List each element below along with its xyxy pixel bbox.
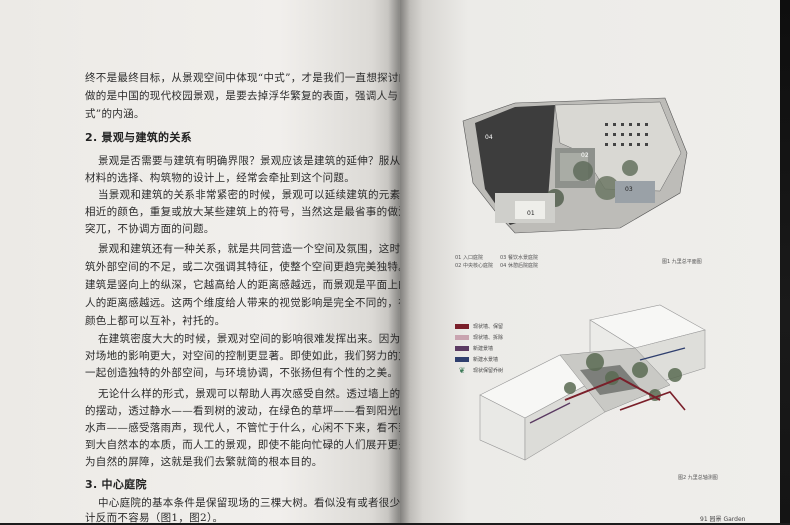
legend-row: 新建水景墙: [455, 355, 498, 363]
text-line: 人的距离感越远。这两个维度给人带来的视觉影响是完全不同的，在质感、形态上，: [85, 297, 485, 309]
text-line: 中心庭院的基本条件是保留现场的三棵大树。看似没有或者很少限制的时候，设计: [98, 497, 487, 509]
legend-swatch: [455, 334, 469, 340]
text-line: 景观是否需要与建筑有明确界限？景观应该是建筑的延伸？服从？衬托？在景观: [98, 155, 476, 167]
plan-legend-item: 04 休憩后院庭院: [500, 263, 538, 269]
legend-swatch: [455, 356, 469, 362]
text-line: 突兀，不协调方面的问题。: [85, 223, 215, 235]
axonometric-figure: [479, 304, 706, 461]
left-page: 终不是最终目标，从景观空间中体现“中式”，才是我们一直想探讨的，我们努力要 做的…: [0, 0, 506, 524]
zone-label-01: 01: [527, 210, 535, 217]
book-spine-shadow: [388, 0, 410, 523]
text-line: 景观和建筑还有一种关系，就是共同营造一个空间及氛围，这时的景观或许补: [98, 243, 466, 255]
section-heading: 3. 中心庭院: [85, 478, 147, 491]
section-heading: 2. 景观与建筑的关系: [85, 131, 192, 144]
text-line: 材料的选择、构筑物的设计上，经常会牵扯到这个问题。: [85, 172, 355, 184]
legend-swatch: [455, 323, 469, 329]
plan-legend-item: 01 入口庭院: [455, 255, 483, 261]
text-line: 做的是中国的现代校园景观，是要去掉浮华繁复的表面，强调人与自然的关系，提取“中: [85, 90, 502, 102]
text-line: 计反而不容易（图1，图2）。: [85, 512, 224, 524]
text-line: 筑外部空间的不足，或二次强调其特征，使整个空间更趋完美独特。从空间的角度讲，: [85, 261, 496, 273]
plan-legend-item: 02 中央核心庭院: [455, 263, 493, 269]
site-plan-figure: 04 02 03 01: [462, 97, 688, 234]
text-line: 对场地的影响更大，对空间的控制更显著。即使如此，我们努力的方向仍然是与建筑: [85, 350, 485, 362]
legend-row: 新建景墙: [455, 344, 493, 352]
zone-label-04: 04: [485, 134, 493, 141]
text-line: 的摆动，透过静水——看到树的波动，在绿色的草坪——看到阳光的透明度，透过流: [85, 405, 485, 417]
text-line: 无论什么样的形式，景观可以帮助人再次感受自然。透过墙上的树影——看到风: [98, 388, 476, 400]
text-line: 水声——感受落雨声，现代人，不管忙于什么，心闲不下来，看不到，听不到，触不: [85, 422, 485, 434]
text-line: 建筑是竖向上的纵深，它越高给人的距离感越远，而景观是平面上的纵深，它越长给: [85, 279, 485, 291]
page-folio: 91 园景 Garden: [700, 516, 746, 523]
legend-row: 现状墙、保留: [455, 322, 503, 330]
text-line: 颜色上都可以互补，衬托的。: [85, 315, 226, 327]
tree-icon: ❦: [458, 365, 466, 375]
text-line: 为自然的屏障，这就是我们去繁就简的根本目的。: [85, 456, 323, 468]
figure1-caption: 图1 九里总平面图: [662, 259, 702, 265]
text-line: 在建筑密度大大的时候，景观对空间的影响很难发挥出来。因为建筑是纵向上进深，: [98, 333, 498, 345]
text-line: 终不是最终目标，从景观空间中体现“中式”，才是我们一直想探讨的，我们努力要: [85, 72, 475, 84]
right-page: 04 02 03 01 01 入口庭院 02 中央核心庭院 03 餐饮水景庭院 …: [400, 0, 780, 523]
legend-row: 现状墙、拆除: [455, 333, 503, 341]
legend-swatch: [455, 345, 469, 351]
axonometric-legend: 现状墙、保留 现状墙、拆除 新建景墙 新建水景墙 ❦ 现状保留乔树: [455, 322, 545, 382]
text-line: 一起创造独特的外部空间，与环境协调，不张扬但有个性的之美。: [85, 367, 399, 379]
figure2-caption: 图2 九里总轴测图: [678, 475, 718, 481]
text-line: 式”的内涵。: [85, 108, 145, 120]
plan-legend-item: 03 餐饮水景庭院: [500, 255, 538, 261]
zone-label-02: 02: [581, 152, 589, 159]
zone-label-03: 03: [625, 186, 633, 193]
text-line: 当景观和建筑的关系非常紧密的时候，景观可以延续建筑的元素，用一样的材料，: [98, 189, 487, 201]
text-line: 相近的颜色，重复或放大某些建筑上的符号，当然这是最省事的做法，一般不会出现: [85, 206, 485, 218]
legend-row: ❦ 现状保留乔树: [455, 365, 503, 375]
